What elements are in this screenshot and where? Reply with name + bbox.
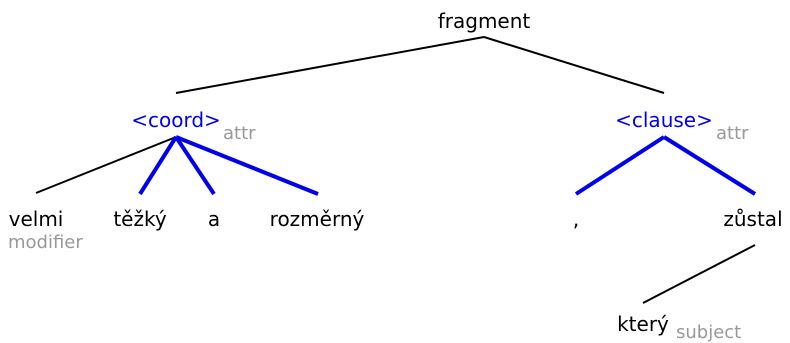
node-velmi: velmi <box>9 207 64 231</box>
node-zustal: zůstal <box>723 207 782 231</box>
node-rozmerny: rozměrný <box>270 207 365 231</box>
edge-coord-a <box>174 135 216 196</box>
role-clause: attr <box>716 123 749 144</box>
edge-coord-tezky <box>138 135 178 196</box>
node-a: a <box>208 207 220 231</box>
node-comma: , <box>573 207 579 231</box>
role-ktery: subject <box>676 322 741 343</box>
edge-zustal-ktery <box>642 244 756 304</box>
role-velmi: modifier <box>8 232 83 253</box>
role-coord: attr <box>223 123 256 144</box>
node-fragment: fragment <box>438 9 531 33</box>
node-tezky: těžký <box>113 207 167 231</box>
edge-fragment-clause <box>483 36 665 94</box>
edge-coord-velmi <box>35 136 177 194</box>
edge-coord-rozmerny <box>175 135 319 196</box>
tree-edges <box>35 36 757 304</box>
edge-clause-comma <box>574 135 666 196</box>
edge-clause-zustal <box>662 135 757 196</box>
node-clause: <clause> <box>615 108 713 132</box>
node-coord: <coord> <box>131 108 221 132</box>
edge-fragment-coord <box>175 36 485 94</box>
node-ktery: který <box>617 312 669 336</box>
